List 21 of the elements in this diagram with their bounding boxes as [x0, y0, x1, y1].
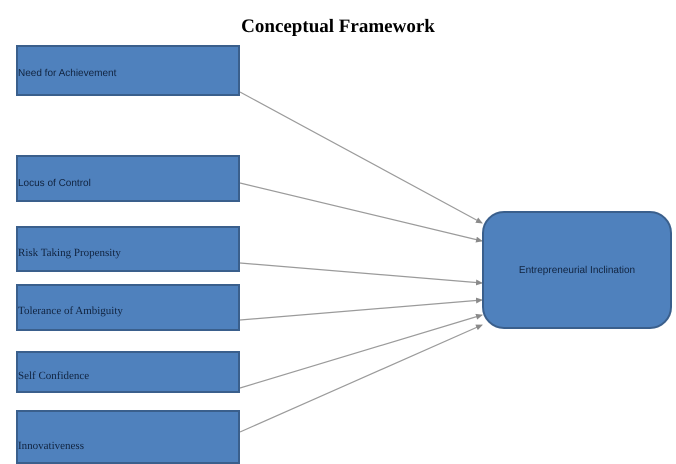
node-label: Locus of Control	[18, 178, 91, 188]
outcome-box	[482, 211, 672, 329]
node-label: Risk Taking Propensity	[18, 246, 121, 258]
factor-box	[16, 351, 240, 393]
arrow	[240, 298, 483, 321]
arrow	[240, 324, 483, 433]
factor-box	[16, 410, 240, 464]
arrow	[240, 91, 483, 224]
node-label: Tolerance of Ambiguity	[18, 305, 123, 317]
diagram-title: Conceptual Framework	[240, 16, 436, 38]
factor-box	[16, 284, 240, 331]
node-label: Innovativeness	[18, 440, 84, 452]
factor-box	[16, 45, 240, 96]
arrow	[240, 262, 483, 286]
node-label: Need for Achievement	[18, 68, 116, 79]
node-label: Self Confidence	[18, 370, 90, 382]
arrow	[240, 182, 483, 243]
arrow	[240, 314, 483, 389]
factor-box	[16, 155, 240, 202]
factor-box	[16, 226, 240, 272]
node-label: Entrepreneurial Inclination	[518, 264, 636, 276]
